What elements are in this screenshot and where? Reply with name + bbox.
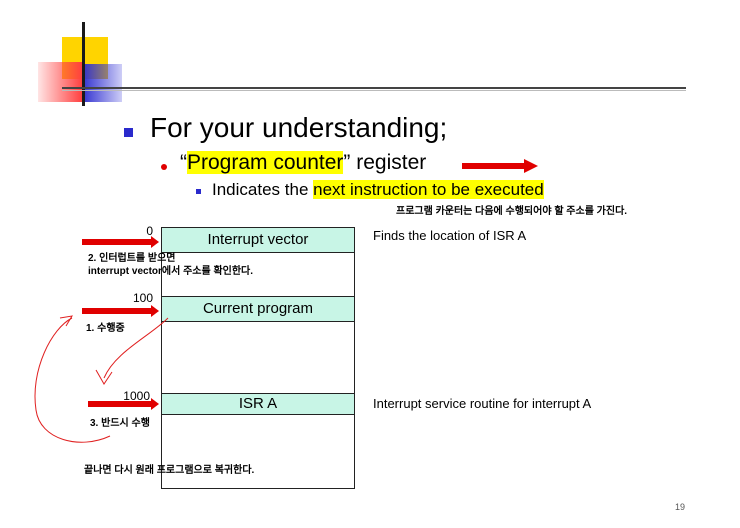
- slot-current-program: Current program: [161, 296, 355, 322]
- arrow-isr-a-icon: [88, 398, 159, 410]
- title-rule: [62, 87, 686, 89]
- title-ornament-blue: [82, 64, 122, 102]
- bullet2-rest: ” register: [343, 151, 427, 174]
- bullet2-open-quote: “: [180, 151, 187, 174]
- memory-block: [161, 227, 355, 489]
- bullet-square-icon: [124, 128, 133, 137]
- bullet3-text: Indicates the: [212, 180, 314, 199]
- bullet-small-square-icon: [196, 189, 201, 194]
- bullet-level2: “Program counter” register: [180, 151, 426, 175]
- page-number: 19: [675, 502, 686, 512]
- step2-label-line1: 2. 인터럽트를 받으면: [88, 253, 176, 264]
- description-isr-a: Interrupt service routine for interrupt …: [373, 396, 592, 411]
- bullet-level1: For your understanding;: [150, 112, 448, 143]
- address-1000: 1000: [123, 389, 150, 403]
- step2-label-line2: interrupt vector에서 주소를 확인한다.: [88, 266, 254, 277]
- address-100: 100: [132, 291, 153, 305]
- return-note: 끝나면 다시 원래 프로그램으로 복귀한다.: [84, 465, 255, 476]
- arrow-interrupt-vector-icon: [82, 236, 159, 248]
- step1-label: 1. 수행중: [86, 323, 125, 334]
- arrow-current-program-icon: [82, 305, 159, 317]
- address-0: 0: [146, 224, 153, 238]
- bullet2-highlight: Program counter: [187, 151, 344, 174]
- bullet3-highlight: next instruction to be executed: [313, 180, 544, 199]
- description-interrupt-vector: Finds the location of ISR A: [373, 228, 527, 243]
- program-counter-arrow-icon: [462, 159, 538, 173]
- title-ornament-red: [38, 62, 82, 102]
- slot-isr-a: ISR A: [161, 393, 355, 415]
- bullet-dot-icon: [161, 164, 167, 170]
- title-rule-shadow: [62, 90, 686, 91]
- title-ornament-bar: [82, 22, 85, 106]
- bullet-level3: Indicates the next instruction to be exe…: [212, 180, 544, 200]
- step3-label: 3. 반드시 수행: [90, 418, 150, 429]
- korean-note: 프로그램 카운터는 다음에 수행되어야 할 주소를 가진다.: [396, 206, 628, 217]
- slot-interrupt-vector: Interrupt vector: [161, 227, 355, 253]
